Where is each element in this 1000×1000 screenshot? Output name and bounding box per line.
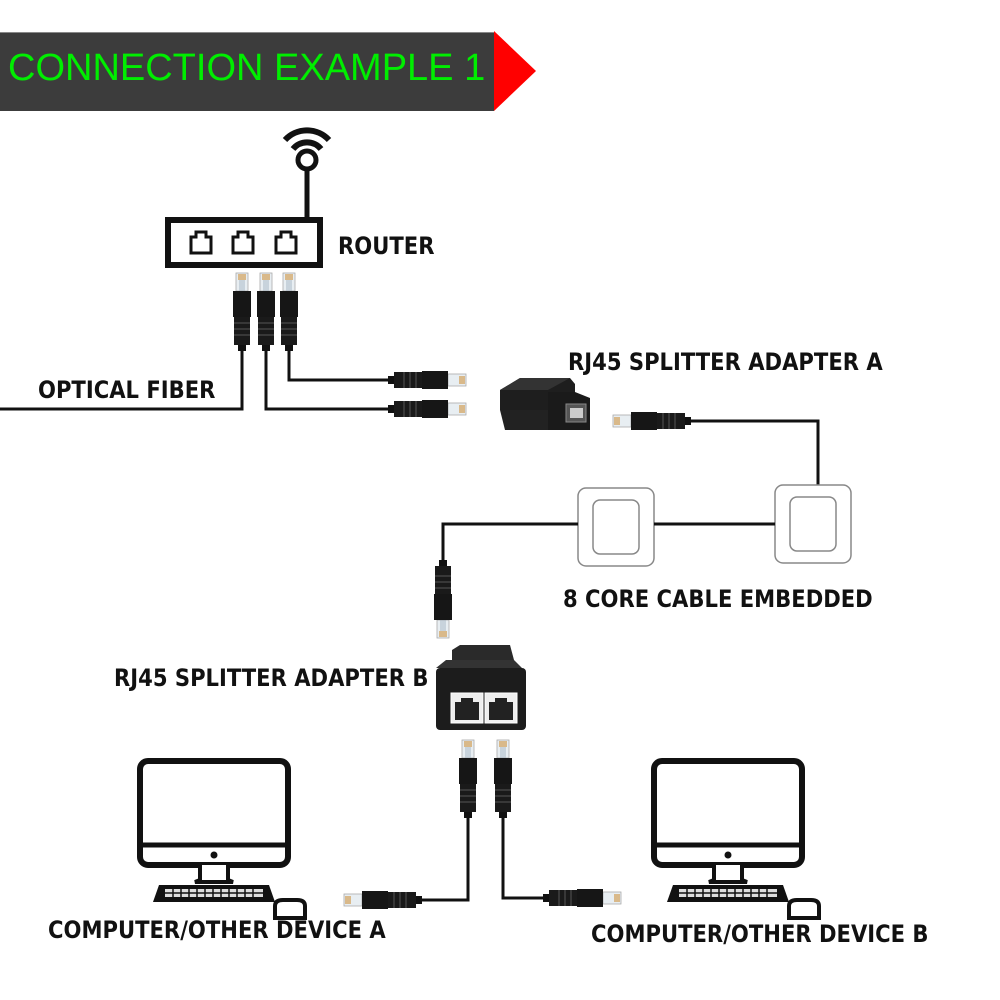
wall-plate-label: 8 CORE CABLE EMBEDDED — [563, 585, 873, 613]
wifi-antenna-icon — [282, 127, 332, 219]
embedded-cable — [441, 522, 775, 560]
banner-title: CONNECTION EXAMPLE 1 — [8, 47, 486, 89]
banner-arrow-icon — [494, 31, 536, 111]
rj45-plug-icon — [493, 739, 513, 819]
desktop-computer-icon — [654, 761, 819, 918]
splitter-b-label: RJ45 SPLITTER ADAPTER B — [114, 664, 429, 692]
wall-plate-icon — [577, 487, 655, 567]
router-label: ROUTER — [338, 232, 435, 260]
rj45-plug-icon — [279, 272, 299, 352]
optical-fiber-cable — [0, 350, 244, 411]
router-port-3 — [274, 230, 298, 255]
rj45-plug-icon — [613, 412, 691, 430]
rj45-splitter-icon — [436, 645, 526, 730]
rj45-plug-icon — [232, 272, 252, 352]
rj45-plug-icon — [387, 370, 467, 390]
rj45-plug-icon — [434, 560, 452, 638]
device-a-label: COMPUTER/OTHER DEVICE A — [48, 916, 386, 944]
device-b-label: COMPUTER/OTHER DEVICE B — [591, 920, 929, 948]
rj45-plug-icon — [387, 399, 467, 419]
rj45-plug-icon — [542, 888, 622, 908]
rj45-plug-icon — [256, 272, 276, 352]
wall-plate-icon — [774, 484, 852, 564]
optical-fiber-label: OPTICAL FIBER — [38, 376, 216, 404]
cable-splitter-a — [691, 419, 820, 485]
title-banner: CONNECTION EXAMPLE 1 — [0, 32, 494, 111]
rj45-plug-icon — [458, 739, 478, 819]
rj45-plug-icon — [344, 891, 422, 909]
cables-to-devices — [420, 816, 557, 902]
router-port-1 — [189, 230, 213, 255]
desktop-computer-icon — [140, 761, 305, 918]
cables-router — [0, 350, 388, 411]
splitter-a-label: RJ45 SPLITTER ADAPTER A — [568, 348, 883, 376]
router-port-2 — [231, 230, 255, 255]
router-icon — [165, 217, 323, 268]
rj45-splitter-icon — [500, 378, 590, 430]
